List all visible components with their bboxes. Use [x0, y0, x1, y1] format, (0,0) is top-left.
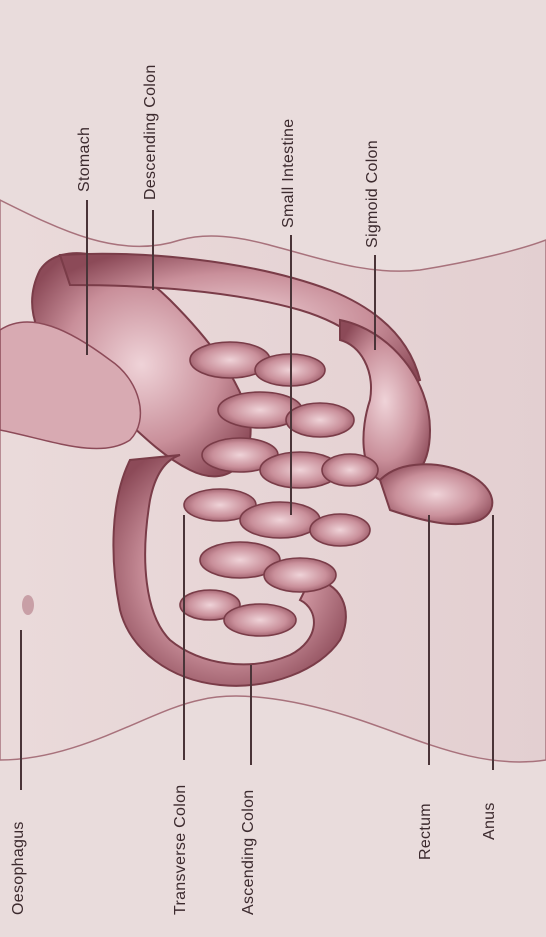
label-rectum: Rectum	[417, 803, 435, 860]
sigmoid-colon-leader	[374, 255, 376, 350]
label-transverse-colon: Transverse Colon	[172, 785, 190, 915]
label-anus: Anus	[481, 802, 499, 840]
label-sigmoid-colon: Sigmoid Colon	[364, 140, 382, 248]
label-ascending-colon: Ascending Colon	[240, 790, 258, 915]
stomach-leader	[86, 200, 88, 355]
navel	[22, 595, 34, 615]
label-oesophagus: Oesophagus	[10, 821, 28, 915]
label-descending-colon: Descending Colon	[142, 64, 160, 200]
ascending-colon-leader	[250, 665, 252, 765]
descending-colon-leader	[152, 210, 154, 290]
transverse-colon-leader	[183, 515, 185, 760]
label-stomach: Stomach	[76, 127, 94, 192]
oesophagus-leader	[20, 630, 22, 790]
rectum-leader	[428, 515, 430, 765]
anus-leader	[492, 515, 494, 770]
small-intestine-leader	[290, 235, 292, 515]
label-small-intestine: Small Intestine	[280, 119, 298, 228]
